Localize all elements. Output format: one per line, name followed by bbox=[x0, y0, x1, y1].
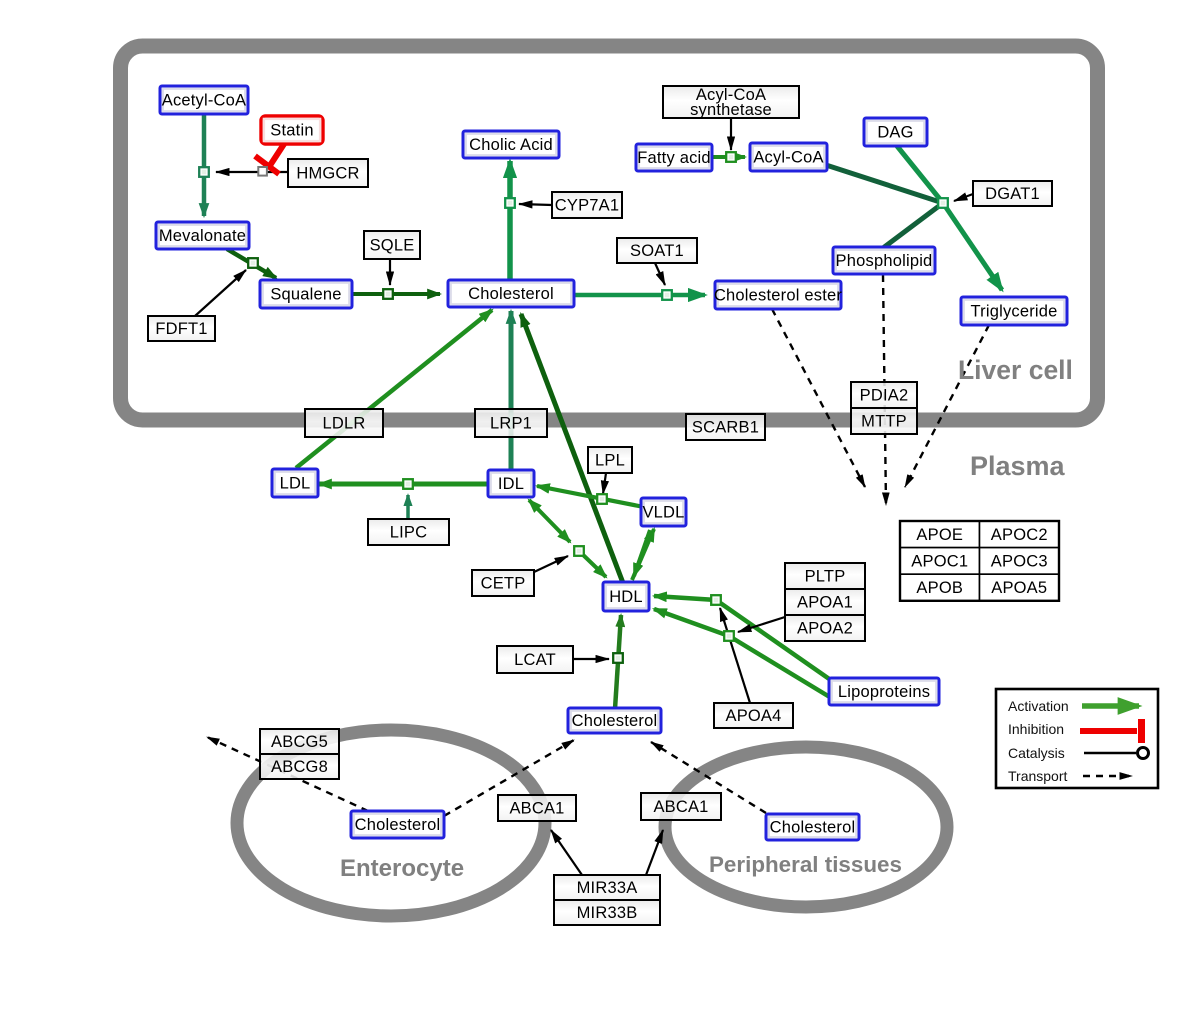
svg-text:HMGCR: HMGCR bbox=[296, 165, 359, 183]
svg-text:Squalene: Squalene bbox=[270, 286, 341, 304]
svg-text:Activation: Activation bbox=[1008, 698, 1069, 714]
svg-text:APOA2: APOA2 bbox=[797, 620, 853, 638]
svg-text:Cholesterol: Cholesterol bbox=[468, 285, 554, 303]
svg-text:Cholesterol: Cholesterol bbox=[572, 712, 658, 730]
svg-text:Cholesterol: Cholesterol bbox=[355, 816, 441, 834]
svg-text:ABCG5: ABCG5 bbox=[271, 733, 328, 751]
svg-text:APOB: APOB bbox=[916, 579, 963, 597]
svg-text:Acyl-CoA: Acyl-CoA bbox=[753, 149, 823, 167]
svg-text:Enterocyte: Enterocyte bbox=[340, 855, 464, 882]
svg-text:HDL: HDL bbox=[609, 588, 643, 606]
svg-text:IDL: IDL bbox=[498, 475, 524, 493]
svg-text:APOA5: APOA5 bbox=[991, 579, 1047, 597]
svg-text:FDFT1: FDFT1 bbox=[155, 320, 207, 338]
svg-text:Acyl-CoA: Acyl-CoA bbox=[696, 86, 766, 104]
svg-text:Cholesterol: Cholesterol bbox=[770, 819, 856, 837]
svg-text:Acetyl-CoA: Acetyl-CoA bbox=[162, 92, 247, 110]
svg-text:APOC1: APOC1 bbox=[911, 552, 968, 570]
svg-text:LDL: LDL bbox=[280, 475, 311, 493]
svg-text:CETP: CETP bbox=[481, 575, 526, 593]
svg-text:Lipoproteins: Lipoproteins bbox=[838, 683, 930, 701]
svg-text:LCAT: LCAT bbox=[514, 651, 556, 669]
svg-text:synthetase: synthetase bbox=[690, 101, 772, 119]
svg-text:Liver cell: Liver cell bbox=[958, 355, 1073, 385]
svg-text:Transport: Transport bbox=[1008, 768, 1068, 784]
svg-text:Fatty acid: Fatty acid bbox=[637, 149, 711, 167]
svg-text:APOA1: APOA1 bbox=[797, 594, 853, 612]
svg-text:LDLR: LDLR bbox=[323, 415, 366, 433]
svg-text:SOAT1: SOAT1 bbox=[630, 242, 684, 260]
svg-text:MIR33B: MIR33B bbox=[577, 904, 638, 922]
svg-text:Triglyceride: Triglyceride bbox=[970, 303, 1057, 321]
svg-text:LRP1: LRP1 bbox=[490, 415, 532, 433]
svg-text:Phospholipid: Phospholipid bbox=[836, 252, 933, 270]
svg-text:Cholic Acid: Cholic Acid bbox=[469, 136, 553, 154]
svg-text:Statin: Statin bbox=[270, 122, 313, 140]
svg-text:PLTP: PLTP bbox=[805, 568, 846, 586]
svg-text:ABCA1: ABCA1 bbox=[653, 798, 708, 816]
svg-text:Mevalonate: Mevalonate bbox=[159, 227, 246, 245]
svg-text:Catalysis: Catalysis bbox=[1008, 745, 1065, 761]
svg-text:SQLE: SQLE bbox=[370, 237, 415, 255]
svg-text:CYP7A1: CYP7A1 bbox=[555, 197, 620, 215]
svg-text:LPL: LPL bbox=[595, 452, 625, 470]
svg-text:APOE: APOE bbox=[916, 526, 963, 544]
svg-text:Peripheral tissues: Peripheral tissues bbox=[709, 852, 902, 877]
svg-text:DGAT1: DGAT1 bbox=[985, 185, 1040, 203]
svg-text:LIPC: LIPC bbox=[390, 524, 427, 542]
svg-text:ABCG8: ABCG8 bbox=[271, 758, 328, 776]
svg-text:APOA4: APOA4 bbox=[725, 707, 781, 725]
svg-text:Cholesterol ester: Cholesterol ester bbox=[714, 287, 842, 305]
svg-text:Plasma: Plasma bbox=[970, 451, 1066, 481]
svg-text:ABCA1: ABCA1 bbox=[509, 800, 564, 818]
svg-text:SCARB1: SCARB1 bbox=[692, 419, 759, 437]
svg-text:DAG: DAG bbox=[877, 124, 913, 142]
svg-text:PDIA2: PDIA2 bbox=[860, 387, 909, 405]
svg-text:MIR33A: MIR33A bbox=[577, 879, 638, 897]
svg-text:APOC3: APOC3 bbox=[991, 552, 1048, 570]
svg-text:VLDL: VLDL bbox=[642, 504, 684, 522]
svg-text:APOC2: APOC2 bbox=[991, 526, 1048, 544]
svg-text:Inhibition: Inhibition bbox=[1008, 721, 1064, 737]
svg-text:MTTP: MTTP bbox=[861, 413, 907, 431]
